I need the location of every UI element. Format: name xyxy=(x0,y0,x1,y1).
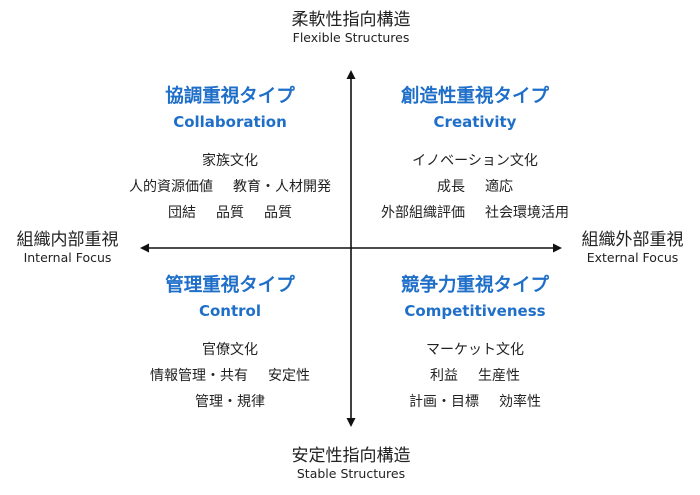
item-term: 適応 xyxy=(485,179,513,195)
item-term: 団結 xyxy=(168,205,196,221)
item-line: 利益 生産性 xyxy=(360,363,590,389)
axis-top-jp: 柔軟性指向構造 xyxy=(291,10,411,30)
axis-right-jp: 組織外部重視 xyxy=(581,230,684,250)
quadrant-competitiveness: 競争力重視タイプ Competitiveness マーケット文化利益 生産性計画・… xyxy=(360,275,590,415)
item-term: マーケット文化 xyxy=(426,342,524,358)
quadrant-control: 管理重視タイプ Control 官僚文化情報管理・共有 安定性管理・規律 xyxy=(115,275,345,415)
item-line: 管理・規律 xyxy=(115,389,345,415)
axis-bottom-jp: 安定性指向構造 xyxy=(291,446,411,466)
axis-bottom-en: Stable Structures xyxy=(296,466,406,481)
axis-left-en: Internal Focus xyxy=(23,250,112,265)
quadrant-title-jp: 管理重視タイプ xyxy=(165,275,295,296)
quadrant-items: マーケット文化利益 生産性計画・目標 効率性 xyxy=(360,337,590,415)
axis-label-bottom: 安定性指向構造 Stable Structures xyxy=(251,446,451,482)
item-term: 官僚文化 xyxy=(202,342,258,358)
item-term: イノベーション文化 xyxy=(412,153,538,169)
item-term: 情報管理・共有 xyxy=(150,368,248,384)
quadrant-title-jp: 協調重視タイプ xyxy=(165,86,295,107)
quadrant-title-jp: 競争力重視タイプ xyxy=(400,275,549,296)
axis-right-en: External Focus xyxy=(586,250,679,265)
item-term: 管理・規律 xyxy=(195,394,265,410)
quadrant-title-en: Creativity xyxy=(433,113,517,131)
quadrant-items: 家族文化人的資源価値 教育・人材開発団結 品質 品質 xyxy=(115,148,345,226)
item-line: 団結 品質 品質 xyxy=(115,200,345,226)
item-line: 人的資源価値 教育・人材開発 xyxy=(115,174,345,200)
item-term: 社会環境活用 xyxy=(485,205,569,221)
quadrant-creativity: 創造性重視タイプ Creativity イノベーション文化成長 適応外部組織評価 社… xyxy=(360,86,590,226)
item-line: マーケット文化 xyxy=(360,337,590,363)
axis-label-top: 柔軟性指向構造 Flexible Structures xyxy=(251,10,451,46)
quadrant-items: イノベーション文化成長 適応外部組織評価 社会環境活用 xyxy=(360,148,590,226)
axis-label-left: 組織内部重視 Internal Focus xyxy=(0,230,135,266)
item-line: 情報管理・共有 安定性 xyxy=(115,363,345,389)
item-term: 品質 xyxy=(216,205,244,221)
item-term: 生産性 xyxy=(478,368,520,384)
quadrant-title-en: Competitiveness xyxy=(404,302,546,320)
item-term: 教育・人材開発 xyxy=(233,179,331,195)
axis-left-jp: 組織内部重視 xyxy=(16,230,119,250)
item-line: 成長 適応 xyxy=(360,174,590,200)
quadrant-title-jp: 創造性重視タイプ xyxy=(400,86,549,107)
item-term: 人的資源価値 xyxy=(129,179,213,195)
item-term: 品質 xyxy=(264,205,292,221)
item-term: 外部組織評価 xyxy=(381,205,465,221)
quadrant-collaboration: 協調重視タイプ Collaboration 家族文化人的資源価値 教育・人材開発団… xyxy=(115,86,345,226)
item-term: 計画・目標 xyxy=(409,394,479,410)
item-line: 計画・目標 効率性 xyxy=(360,389,590,415)
item-term: 効率性 xyxy=(499,394,541,410)
item-line: 外部組織評価 社会環境活用 xyxy=(360,200,590,226)
item-line: イノベーション文化 xyxy=(360,148,590,174)
quadrant-items: 官僚文化情報管理・共有 安定性管理・規律 xyxy=(115,337,345,415)
item-line: 官僚文化 xyxy=(115,337,345,363)
quadrant-title-en: Control xyxy=(198,302,261,320)
item-term: 利益 xyxy=(430,368,458,384)
item-term: 安定性 xyxy=(268,368,310,384)
item-term: 成長 xyxy=(437,179,465,195)
item-line: 家族文化 xyxy=(115,148,345,174)
axis-top-en: Flexible Structures xyxy=(292,30,410,45)
quadrant-title-en: Collaboration xyxy=(173,113,287,131)
axis-label-right: 組織外部重視 External Focus xyxy=(565,230,700,266)
item-term: 家族文化 xyxy=(202,153,258,169)
